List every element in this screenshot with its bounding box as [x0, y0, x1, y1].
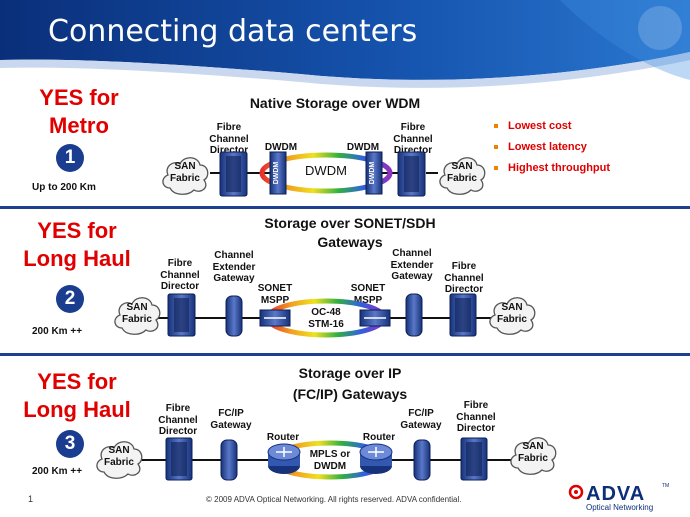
section1-wdm-ring — [259, 152, 393, 194]
benefit-item: Lowest latency — [494, 141, 610, 153]
section1-diagram: DWDM DWDM — [210, 151, 438, 197]
section1-dwdm-right-label: DWDM — [346, 142, 380, 153]
svg-text:Optical Networking: Optical Networking — [586, 503, 653, 512]
section3-router-left-label: Router — [266, 432, 300, 443]
section1-dwdm-left-icon: DWDM — [269, 151, 287, 195]
section3-director-right-icon — [460, 437, 488, 481]
svg-text:ADVA: ADVA — [586, 483, 645, 505]
section1-distance: Up to 200 Km — [32, 182, 96, 193]
section1-benefits-list: Lowest cost Lowest latency Highest throu… — [494, 120, 610, 183]
section3-router-right-icon — [359, 443, 393, 474]
section2-diagram — [150, 293, 495, 338]
section-divider-2 — [0, 353, 690, 356]
slide-title: Connecting data centers — [48, 14, 418, 49]
section2-gateway-left-icon — [225, 295, 243, 337]
svg-text:TM: TM — [662, 483, 669, 489]
section1-san-left-cloud — [162, 157, 209, 195]
benefit-item: Highest throughput — [494, 162, 610, 174]
section1-dwdm-right-icon: DWDM — [365, 151, 383, 195]
section2-gateway-right-icon — [405, 293, 423, 337]
section1-san-right-cloud — [439, 157, 486, 195]
section2-director-left-icon — [167, 293, 196, 337]
section2-number-badge: 2 — [56, 285, 84, 313]
section1-director-left-icon — [219, 151, 248, 197]
section3-gateway-right-icon — [413, 439, 431, 481]
section2-san-right-cloud — [489, 297, 536, 335]
section-divider-1 — [0, 206, 690, 209]
section3-diagram — [138, 437, 516, 481]
section2-san-left-cloud — [114, 297, 161, 335]
section3-gateway-left-icon — [220, 439, 238, 481]
svg-text:DWDM: DWDM — [273, 162, 280, 185]
section3-router-left-icon — [267, 443, 301, 474]
section3-router-right-label: Router — [362, 432, 396, 443]
benefit-item: Lowest cost — [494, 120, 610, 132]
section1-dwdm-left-label: DWDM — [264, 142, 298, 153]
section2-sonet-right-icon — [359, 309, 391, 327]
section1-ring-label: DWDM — [305, 163, 347, 178]
section3-san-left-cloud — [96, 441, 143, 479]
section1-director-right-icon — [397, 151, 426, 197]
section2-sonet-left-icon — [259, 309, 291, 327]
section2-director-right-icon — [449, 293, 477, 337]
section3-director-left-icon — [165, 437, 193, 481]
section3-title: Storage over IP(FC/IP) Gateways — [292, 365, 408, 402]
page-number: 1 — [28, 494, 34, 504]
section3-distance: 200 Km ++ — [32, 466, 83, 477]
section3-number-badge: 3 — [56, 430, 84, 458]
svg-text:DWDM: DWDM — [369, 162, 376, 185]
section1-title: Native Storage over WDM — [249, 95, 421, 111]
copyright-text: © 2009 ADVA Optical Networking. All righ… — [206, 495, 462, 504]
adva-logo: ADVA TM Optical Networking — [568, 483, 669, 512]
section1-number-badge: 1 — [56, 144, 84, 172]
section3-san-right-cloud — [510, 437, 557, 475]
section2-distance: 200 Km ++ — [32, 326, 83, 337]
header-band — [0, 0, 690, 88]
